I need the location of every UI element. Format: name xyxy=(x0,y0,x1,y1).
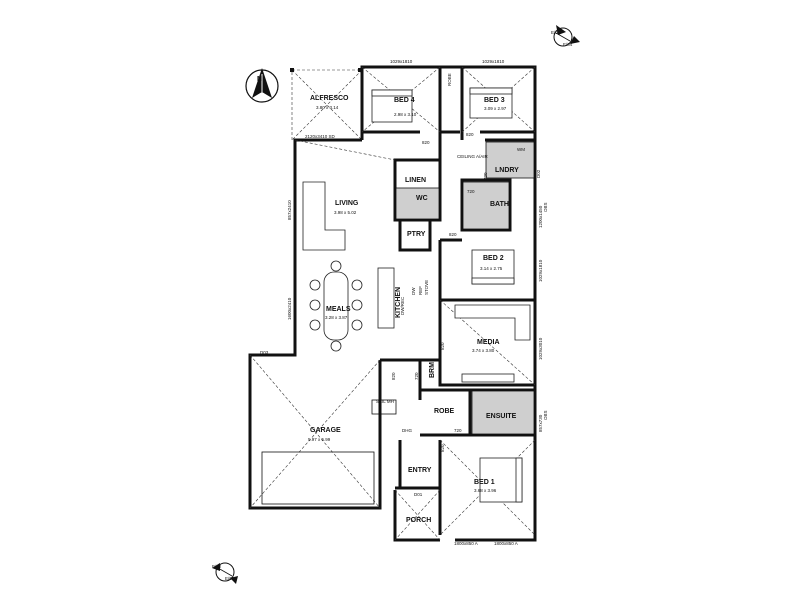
door-820-bed2: 820 xyxy=(449,232,457,237)
dhg-label: DHG xyxy=(402,428,412,433)
dim-bed4-window: 1029x1810 xyxy=(390,59,413,64)
elevation-marker-icon: E/03 E/04 xyxy=(551,25,580,47)
ensuite-floor xyxy=(471,390,535,435)
door-820-garage: 820 xyxy=(391,372,396,380)
living-sofa xyxy=(302,181,346,251)
dim-ensuite-window: 857x730 xyxy=(538,414,543,432)
kitchen-island xyxy=(377,267,395,329)
room-alfresco: ALFRESCO 3.80 x 3.14 xyxy=(310,95,349,110)
dim-media-window: 1029x3010 xyxy=(538,337,543,360)
dim-obs-1: OBS xyxy=(543,202,548,212)
bed2-label: BED 2 xyxy=(483,255,504,262)
door-820-bed3: 820 xyxy=(466,132,474,137)
bed2-size: 3.14 x 2.75 xyxy=(480,266,503,271)
dim-bed3-window: 1029x1810 xyxy=(482,59,505,64)
robe-label: ROBE xyxy=(434,408,455,415)
room-garage: GARAGE 5.97 x 5.99 xyxy=(308,427,341,442)
dim-meals-window: 1600x2410 xyxy=(287,297,292,320)
elev-e02: E/02 xyxy=(212,564,222,569)
door-720-lndry: 720 xyxy=(483,172,488,180)
meals-table xyxy=(309,260,363,352)
alfresco-area xyxy=(290,68,363,141)
bed1-label: BED 1 xyxy=(474,479,495,486)
north-arrow-icon: N xyxy=(245,68,279,103)
garage-size: 5.97 x 5.99 xyxy=(308,437,331,442)
laundry-floor xyxy=(485,141,535,179)
bed2-bed xyxy=(471,249,515,285)
garage-label: GARAGE xyxy=(310,427,341,434)
interior-walls xyxy=(362,67,535,535)
door-720-robe: 720 xyxy=(454,428,462,433)
seil-mh-label: SEIL MH xyxy=(376,399,394,404)
elevation-marker-icon: E/02 E/01 xyxy=(212,562,238,584)
bed4-bed xyxy=(371,89,413,123)
door-720-brm: 720 xyxy=(414,372,419,380)
bed1-size: 3.68 x 3.96 xyxy=(474,488,497,493)
linen-label: LINEN xyxy=(405,177,426,184)
dim-bed2-window-1: 1200x1450 xyxy=(538,205,543,228)
wc-floor xyxy=(395,187,440,220)
room-bed1: BED 1 3.68 x 3.96 xyxy=(474,479,497,493)
alfresco-size: 3.80 x 3.14 xyxy=(316,105,339,110)
dim-bed1-window-2: 1800x850 A xyxy=(494,541,518,546)
porch-label: PORCH xyxy=(406,517,431,524)
room-living: LIVING 3.98 x 5.02 xyxy=(334,200,359,215)
meals-label: MEALS xyxy=(326,306,351,313)
bed4-size: 2.98 x 3.10 xyxy=(394,112,417,117)
ceiling-air-label: CEILING A/AIR xyxy=(457,154,489,159)
ensuite-label: ENSUITE xyxy=(486,413,517,420)
meals-size: 3.28 x 3.87 xyxy=(325,315,348,320)
living-size: 3.98 x 5.02 xyxy=(334,210,357,215)
alfresco-label: ALFRESCO xyxy=(310,95,349,102)
brm-label: BRM xyxy=(429,362,436,378)
lndry-label: LNDRY xyxy=(495,167,519,174)
room-bed3: BED 3 3.09 x 2.97 xyxy=(484,97,507,111)
garage-structure xyxy=(249,354,397,509)
media-sofa xyxy=(454,304,531,383)
bed3-bed xyxy=(469,87,513,119)
dim-bed2-window-2: 1029x1810 xyxy=(538,259,543,282)
living-label: LIVING xyxy=(335,200,359,207)
entry-label: ENTRY xyxy=(408,467,432,474)
robe-small-label: ROBE xyxy=(447,73,452,86)
dw-rec-label: DW/REC xyxy=(400,296,405,315)
media-size: 3.74 x 3.80 xyxy=(472,348,495,353)
wc-label: WC xyxy=(416,195,428,202)
d02-label: D02 xyxy=(536,169,541,178)
wm-label: WM xyxy=(517,147,525,152)
north-label: N xyxy=(257,76,262,83)
bath-floor xyxy=(462,181,510,230)
d01-label: D01 xyxy=(414,492,423,497)
ref-label: REF xyxy=(418,286,423,295)
room-bed4: BED 4 2.98 x 3.10 xyxy=(394,97,417,117)
elev-e01: E/01 xyxy=(225,576,235,581)
room-bed2: BED 2 3.14 x 2.75 xyxy=(480,255,504,271)
dw-label: DW xyxy=(411,287,416,295)
door-820-media: 820 xyxy=(440,342,445,350)
elev-e04: E/04 xyxy=(563,42,573,47)
dim-living-window: 857x2410 xyxy=(287,200,292,220)
room-meals: MEALS 3.28 x 3.87 xyxy=(325,306,351,320)
bed4-label: BED 4 xyxy=(394,97,415,104)
dim-alfresco-door: 2120x3410 SD xyxy=(305,134,336,139)
bath-label: BATH xyxy=(490,201,509,208)
kitchen-label: KITCHEN xyxy=(395,287,402,318)
bed3-size: 3.09 x 2.97 xyxy=(484,106,507,111)
stove-label: STOVE xyxy=(424,280,429,295)
ptry-label: PTRY xyxy=(407,231,426,238)
bed3-label: BED 3 xyxy=(484,97,505,104)
door-820-bed1: 820 xyxy=(440,444,445,452)
room-media: MEDIA 3.74 x 3.80 xyxy=(472,339,500,353)
dim-bed1-window-1: 1800x850 A xyxy=(454,541,478,546)
d03-label: D03 xyxy=(260,350,269,355)
bed1-bed xyxy=(479,457,523,503)
door-720-bath: 720 xyxy=(467,189,475,194)
elev-e03: E/03 xyxy=(551,30,561,35)
door-820-bed4: 820 xyxy=(422,140,430,145)
dim-obs-2: OBS xyxy=(543,410,548,420)
media-label: MEDIA xyxy=(477,339,500,346)
